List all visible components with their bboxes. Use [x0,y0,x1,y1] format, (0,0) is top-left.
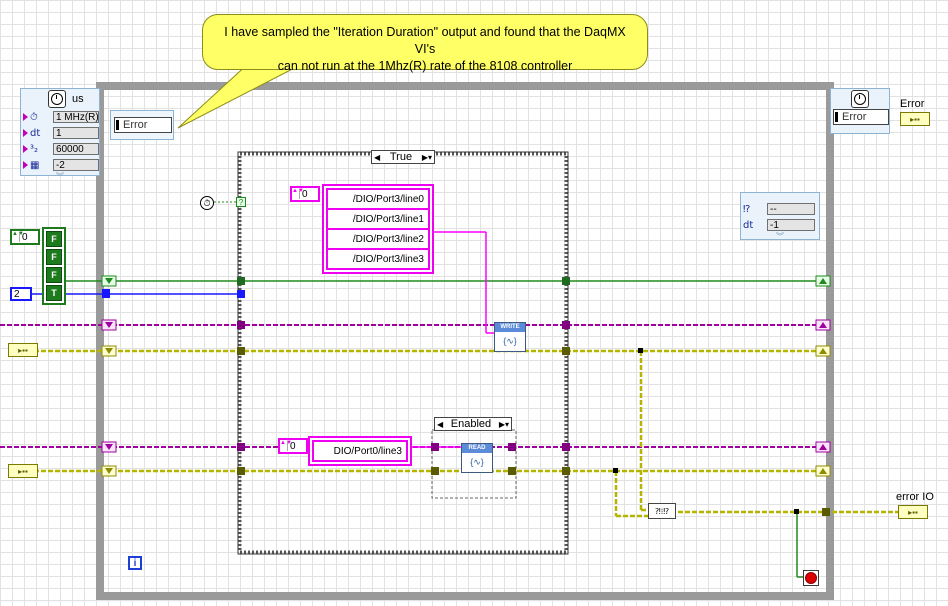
bool-element-0[interactable]: F [46,231,62,247]
waveform-icon: {∿} [470,457,484,467]
case-next-icon[interactable]: ▶▾ [498,419,509,429]
priority-label: ³₂ [30,143,39,155]
callout-line-1: I have sampled the "Iteration Duration" … [224,25,626,56]
error-cluster-left[interactable]: Error [110,110,174,140]
case-selector-inner[interactable]: ◀ Enabled ▶▾ [434,417,512,431]
write-channel-array[interactable]: /DIO/Port3/line0 /DIO/Port3/line1 /DIO/P… [322,184,434,274]
bool-element-1[interactable]: F [46,249,62,265]
write-channel-line3[interactable]: /DIO/Port3/line3 [326,250,430,270]
error-out-label: ⁉ [743,203,751,215]
terminal-arrow-icon [23,129,28,137]
case-prev-icon[interactable]: ◀ [437,419,444,429]
tunnels [101,275,831,516]
case-prev-icon[interactable]: ◀ [374,152,381,162]
expand-chevron-icon[interactable]: ︾ [776,232,784,241]
bool-element-3[interactable]: T [46,285,62,301]
timed-loop-input-node[interactable]: us ⏱ 1 MHz(R) dt 1 ³₂ 60000 ▦ -2 ︾ [20,88,100,181]
processor-value[interactable]: -2 [52,159,99,171]
error-cluster-right-label: Error [842,111,867,123]
error-io-label: error IO [896,491,934,503]
error-out-value[interactable]: -- [767,203,815,215]
write-channel-index[interactable]: ▲▼ 0 [290,186,320,202]
period-row[interactable]: dt 1 [21,125,99,141]
case-next-icon[interactable]: ▶▾ [421,152,432,162]
index-spinner-icon[interactable]: ▲▼ [292,188,304,199]
write-channel-line2[interactable]: /DIO/Port3/line2 [326,230,430,250]
terminal-arrow-icon [23,113,28,121]
timed-loop-frame [96,82,834,600]
case-selector-outer[interactable]: ◀ True ▶▾ [371,150,435,164]
timing-source-label: ⏱ [30,111,38,123]
index-spinner-icon[interactable]: ▲▼ [280,440,292,451]
expand-chevron-icon[interactable]: ︾ [56,172,64,181]
case-selector-inner-label: Enabled [450,418,492,430]
bool-element-2[interactable]: F [46,267,62,283]
period-value[interactable]: 1 [52,127,99,139]
timed-loop-header: us [21,89,99,109]
daqmx-read-vi[interactable]: READ {∿} [461,443,493,473]
dt-out-value[interactable]: -1 [767,219,815,231]
error-in-terminal-write[interactable]: ▸▪▪ [8,343,38,357]
daqmx-write-vi[interactable]: WRITE {∿} [494,322,526,352]
priority-row[interactable]: ³₂ 60000 [21,141,99,157]
stop-icon [805,572,817,584]
index-spinner-icon[interactable]: ▲▼ [12,231,24,242]
case-selector-terminal[interactable]: ? [236,197,246,207]
priority-value[interactable]: 60000 [52,143,99,155]
timing-source-value[interactable]: 1 MHz(R) [52,111,99,123]
clock-icon [851,90,869,108]
numeric-constant[interactable]: 2 [10,287,32,301]
error-in-terminal-read[interactable]: ▸▪▪ [8,464,38,478]
error-cluster-left-label: Error [123,119,148,131]
timed-loop-output-node[interactable]: Error [830,88,890,134]
error-io-terminal[interactable]: ▸▪▪ [898,505,928,519]
bool-array-constant[interactable]: F F F T [42,227,66,305]
processor-row[interactable]: ▦ -2 [21,157,99,173]
bool-array-index-value[interactable]: 0 [22,231,28,243]
period-label: dt [30,127,41,139]
terminal-arrow-icon [23,145,28,153]
case-selector-outer-label: True [389,151,413,163]
timing-unit: us [72,93,84,105]
read-channel-index[interactable]: ▲▼ 0 [278,438,308,454]
dt-out-label: dt [743,219,754,231]
timer-probe-icon[interactable]: ⏱ [200,196,214,210]
merge-errors-node[interactable]: ⁈⁝⁉ [648,503,676,519]
write-channel-index-value[interactable]: 0 [302,188,308,200]
info-icon[interactable]: i [128,556,142,570]
error-indicator-terminal[interactable]: ▸▪▪ [900,112,930,126]
waveform-icon: {∿} [503,336,517,346]
write-channel-line1[interactable]: /DIO/Port3/line1 [326,210,430,230]
read-channel-line[interactable]: DIO/Port0/line3 [312,440,408,462]
loop-right-data-node[interactable]: ⁉ -- dt -1 ︾ [740,192,820,241]
read-channel-array[interactable]: DIO/Port0/line3 [308,436,412,466]
callout-bubble: I have sampled the "Iteration Duration" … [202,14,648,73]
bool-array-index[interactable]: ▲▼ 0 [10,229,40,245]
loop-stop-terminal[interactable] [803,570,819,586]
write-channel-line0[interactable]: /DIO/Port3/line0 [326,188,430,210]
error-indicator-label: Error [900,98,925,110]
terminal-arrow-icon [23,161,28,169]
daqmx-read-header: READ [462,444,492,453]
daqmx-write-header: WRITE [495,323,525,332]
timing-source-row[interactable]: ⏱ 1 MHz(R) [21,109,99,125]
processor-label: ▦ [30,159,40,171]
clock-icon [48,90,66,108]
read-channel-index-value[interactable]: 0 [290,440,296,452]
callout-line-2: can not run at the 1Mhz(R) rate of the 8… [277,59,573,73]
